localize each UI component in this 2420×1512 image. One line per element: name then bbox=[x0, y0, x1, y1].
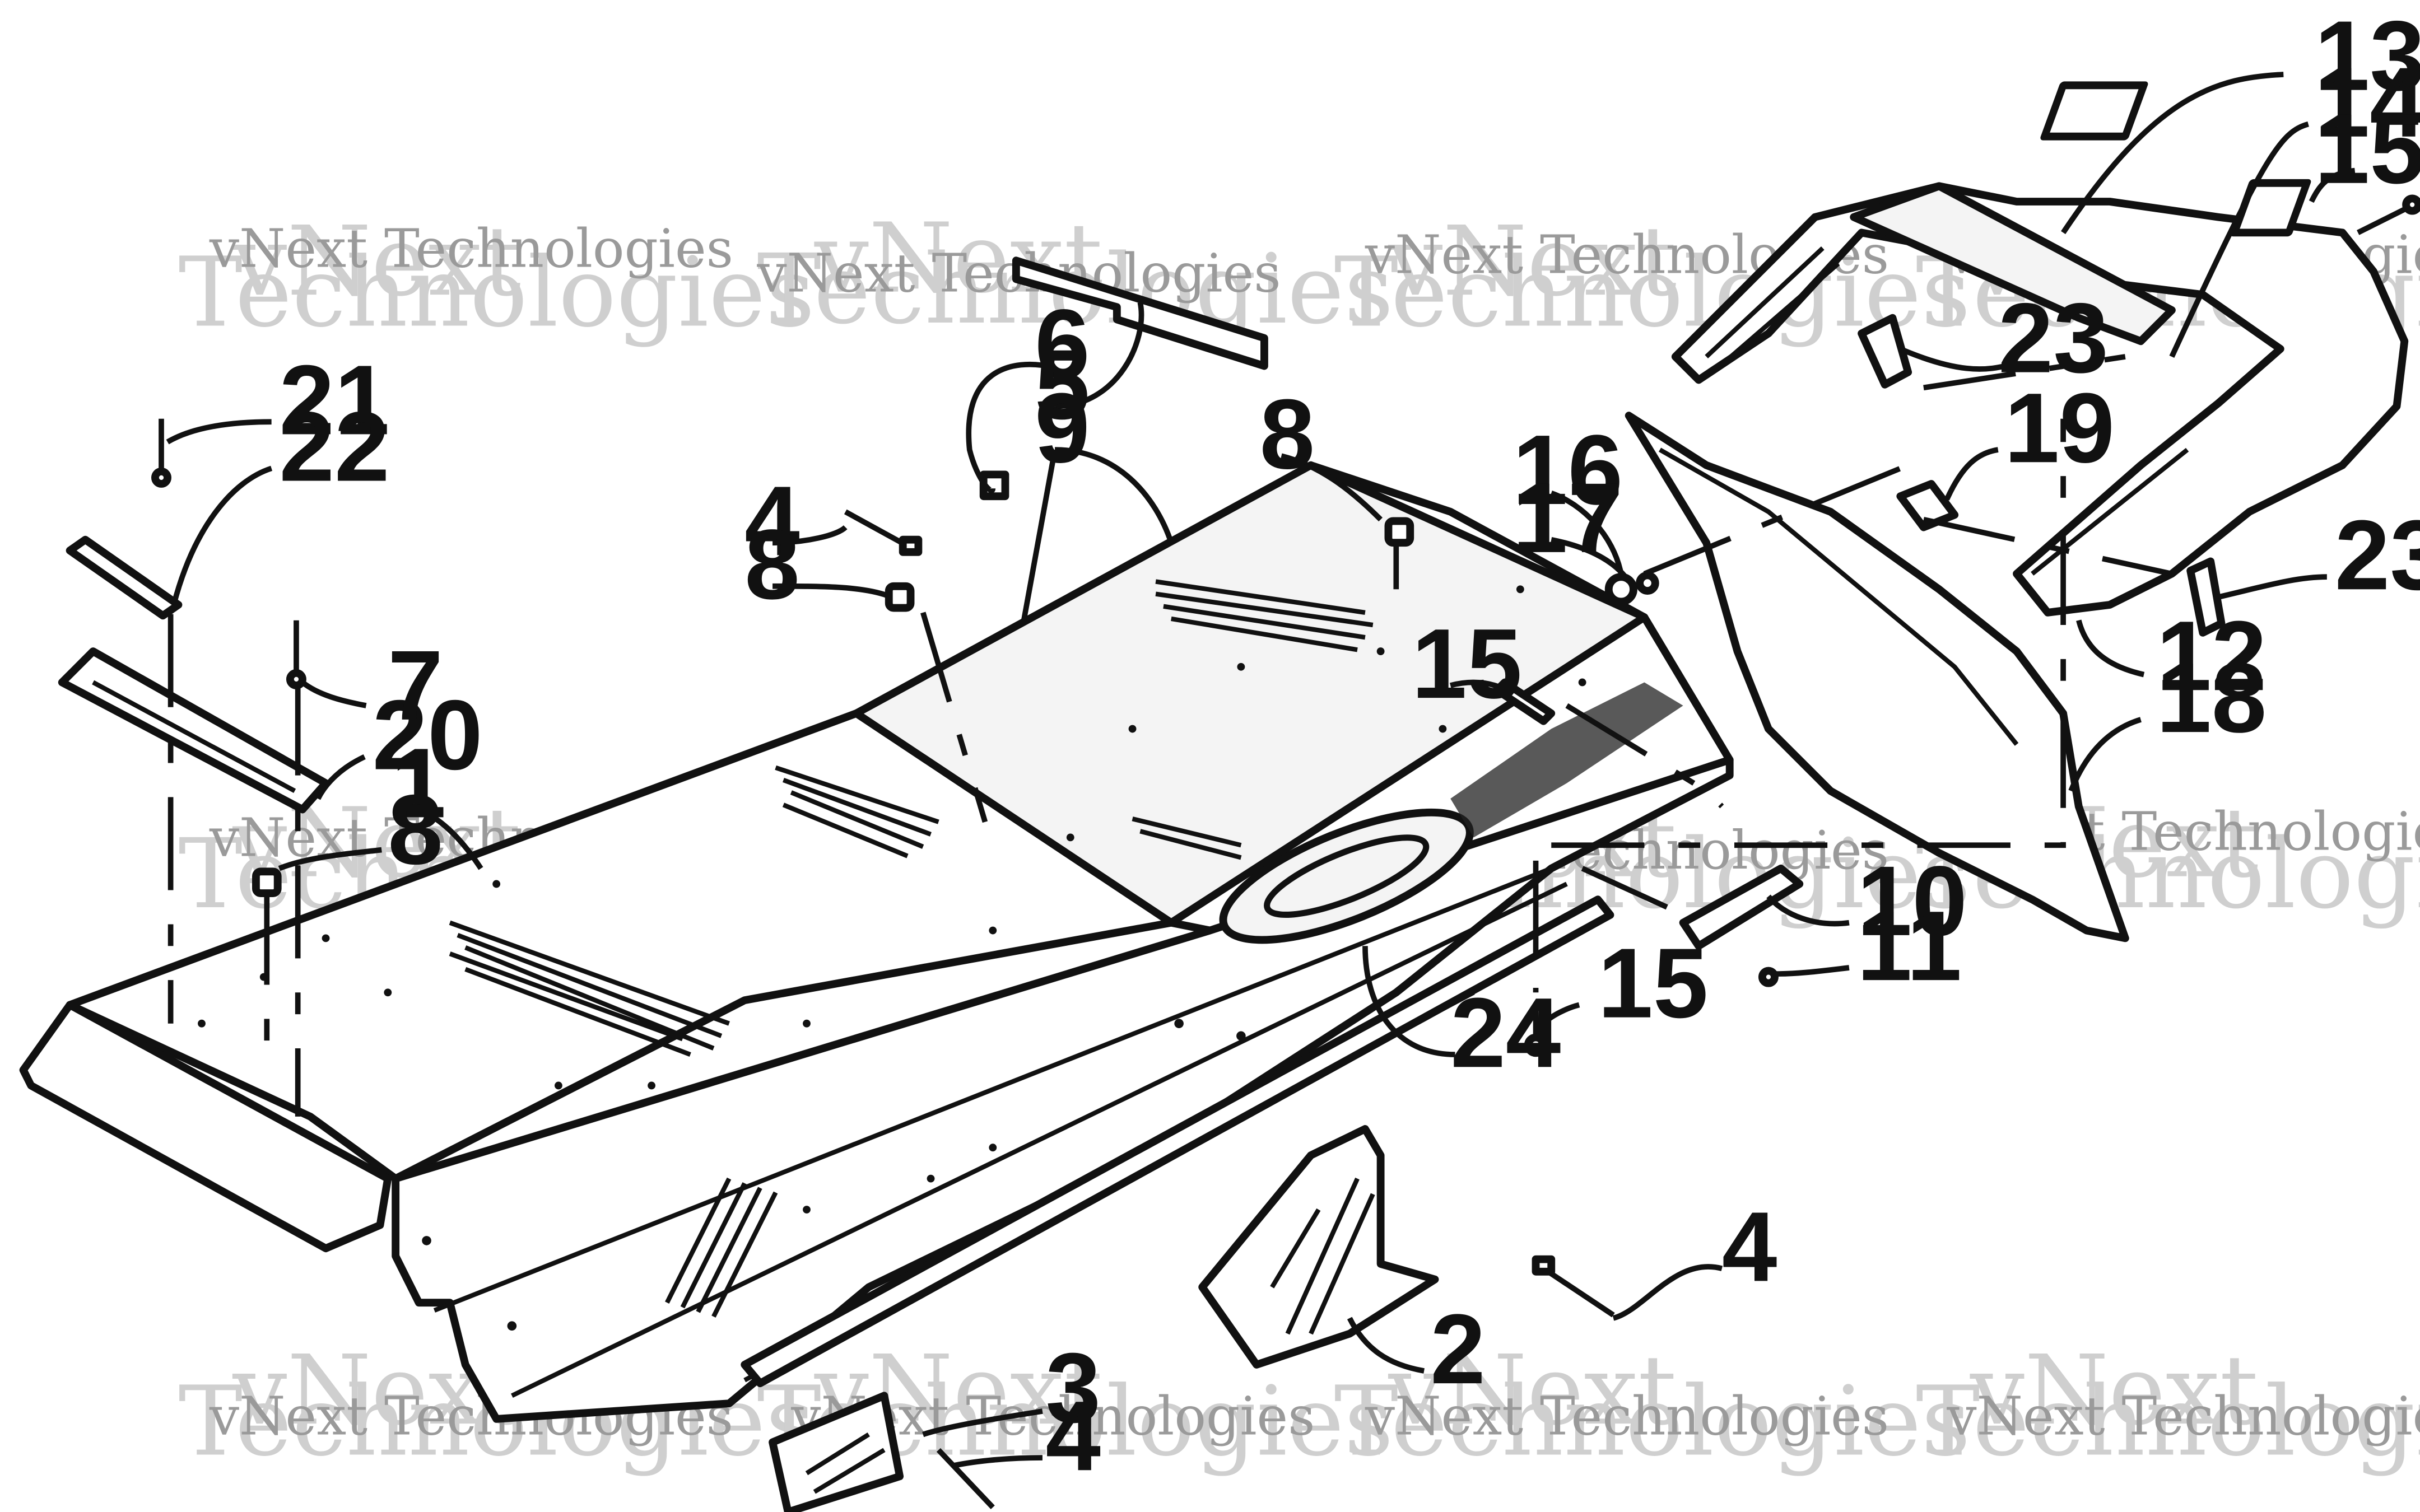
watermark-small: vNext Technologies bbox=[209, 218, 733, 279]
part-20-bracket bbox=[58, 647, 330, 814]
watermark-small: vNext Technologies bbox=[1365, 1387, 1889, 1448]
callout-16: 16 bbox=[1513, 414, 1623, 525]
callout-1: 1 bbox=[391, 727, 446, 838]
callout-6: 6 bbox=[1035, 289, 1090, 400]
callout-4-bracket: 4 bbox=[1722, 1191, 1777, 1302]
part-11-screw bbox=[1758, 967, 1779, 987]
part-8-plug-left bbox=[252, 867, 282, 897]
callout-15-bottom: 15 bbox=[1598, 928, 1708, 1039]
watermark-line1: vNext bbox=[232, 206, 521, 318]
part-2-bracket bbox=[1198, 1125, 1439, 1369]
callout-8-right: 8 bbox=[1260, 379, 1315, 489]
callout-24: 24 bbox=[1450, 977, 1561, 1088]
watermark-line1: vNext bbox=[1388, 1335, 1677, 1446]
callout-17: 17 bbox=[1513, 463, 1623, 573]
callout-23-bottom: 23 bbox=[2335, 500, 2420, 610]
callout-22: 22 bbox=[279, 391, 389, 502]
callout-5: 5 bbox=[1035, 329, 1090, 440]
part-23-clip-bottom bbox=[2186, 557, 2226, 637]
watermark-line2: Technologies bbox=[1334, 1366, 1971, 1478]
callout-15-top: 15 bbox=[2315, 94, 2420, 204]
watermark-line2: Technologies bbox=[1916, 1366, 2420, 1478]
part-24-decal bbox=[1219, 682, 1683, 944]
callout-19: 19 bbox=[2004, 372, 2115, 483]
callout-18: 18 bbox=[2156, 642, 2267, 753]
part-23-clip-top bbox=[1858, 314, 1912, 389]
part-12-grab-bar bbox=[1671, 182, 2409, 617]
callout-12: 12 bbox=[2156, 600, 2267, 711]
callout-10: 10 bbox=[1857, 846, 1967, 956]
part-15-screw-top bbox=[2357, 194, 2420, 235]
callout-9: 9 bbox=[1035, 372, 1090, 483]
watermark-line1: vNext bbox=[1388, 206, 1677, 318]
callout-20: 20 bbox=[373, 680, 483, 791]
callout-4-top: 4 bbox=[744, 465, 800, 576]
part-1-tunnel bbox=[19, 461, 1734, 1423]
part-16-17-nut-washer bbox=[1604, 571, 1659, 606]
callout-labels: 13 14 15 23 19 23 16 17 12 18 15 10 11 1… bbox=[279, 1, 2420, 1492]
assembly-lines bbox=[167, 354, 2172, 1117]
part-19-clip bbox=[1896, 480, 1959, 531]
part-8-plug-right bbox=[1384, 517, 1414, 547]
part-15-bolt-bottom bbox=[1524, 1008, 1548, 1057]
watermark-small: vNext Technologies bbox=[1946, 1387, 2420, 1448]
part-10-reflector bbox=[1679, 864, 1804, 950]
deck-hatching bbox=[449, 579, 1374, 1318]
watermark-12: vNext Technologies vNext Technologies bbox=[1916, 1335, 2420, 1477]
callout-4-plate: 4 bbox=[1045, 1380, 1101, 1491]
callout-3: 3 bbox=[1045, 1332, 1101, 1443]
part-13-reflector bbox=[2040, 81, 2148, 141]
watermark-11: vNext Technologies vNext Technologies bbox=[1334, 1335, 1971, 1477]
callout-15-middle: 15 bbox=[1412, 608, 1522, 719]
watermark-line1: vNext bbox=[814, 203, 1103, 315]
callout-2: 2 bbox=[1430, 1294, 1486, 1404]
part-4-pin-top bbox=[844, 509, 923, 556]
callout-14: 14 bbox=[2315, 47, 2420, 158]
part-3-plate bbox=[769, 1392, 904, 1512]
watermark-1: vNext Technologies vNext Technologies bbox=[178, 206, 815, 348]
part-8-plug-center bbox=[885, 582, 915, 612]
callout-8-left: 8 bbox=[388, 774, 443, 885]
callout-7: 7 bbox=[388, 630, 443, 741]
part-21-rivet bbox=[151, 418, 171, 488]
callout-11: 11 bbox=[1857, 890, 1962, 1001]
part-18-rear-shield bbox=[1625, 412, 2129, 942]
part-4-pin-plate bbox=[936, 1448, 995, 1510]
part-4-pin-bracket bbox=[1532, 1255, 1615, 1318]
callout-leaders bbox=[166, 72, 2356, 1468]
callout-23-top: 23 bbox=[1998, 283, 2109, 394]
watermark-line2: Technologies bbox=[178, 237, 815, 349]
callout-13: 13 bbox=[2315, 1, 2420, 111]
watermark-line1: vNext bbox=[1970, 1335, 2259, 1446]
tunnel-holes bbox=[198, 585, 1586, 1331]
part-22-strip bbox=[66, 535, 183, 620]
callout-21: 21 bbox=[279, 344, 389, 455]
callout-8-center: 8 bbox=[744, 509, 800, 620]
part-7-rivet bbox=[286, 620, 306, 689]
